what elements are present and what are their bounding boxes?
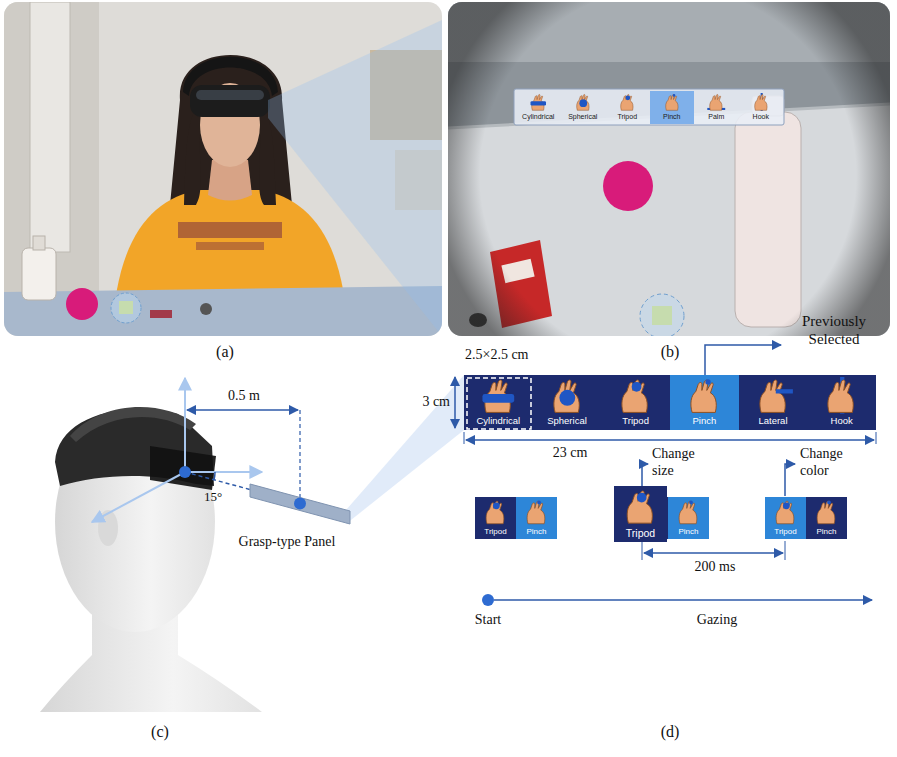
grasp-type-cell: Pinch [806,497,847,539]
grasp-type-cell: Spherical [533,375,602,430]
grasp-type-cell: Tripod [601,375,670,430]
panel-slab [250,484,350,524]
grasp-type-cell: Spherical [561,91,606,124]
timeline-label: Gazing [685,612,749,629]
dimension-label: 23 cm [535,445,605,462]
angle-label: 15° [198,489,228,505]
photo-user [4,2,442,336]
grasp-type-cell: Pinch [650,91,695,124]
hand-icon [605,93,650,111]
grasp-type-cell: Pinch [670,375,739,430]
hand-icon [694,93,739,111]
grasp-name: Pinch [516,527,557,536]
grasp-type-cell: Tripod [614,486,667,542]
grasp-name: Tripod [475,527,516,536]
grasp-name: Palm [694,113,739,121]
timeline-label: Start [463,612,513,629]
hand-icon [668,499,709,525]
hand-icon [516,499,557,525]
hand-icon [516,93,561,111]
hand-icon [806,499,847,525]
timeline-start [482,594,494,606]
callout-label: Previously Selected [785,312,883,348]
panel-caption: (a) [205,342,245,361]
grasp-name: Pinch [670,416,739,427]
grasp-name: Tripod [765,527,806,536]
hand-icon [765,499,806,525]
dimension-label: 3 cm [410,394,450,411]
panel-caption: (c) [140,722,180,741]
grasp-type-cell: Lateral [739,375,808,430]
zoom-wedge [346,375,464,524]
grasp-name: Pinch [806,527,847,536]
grasp-type-cell: Tripod [605,91,650,124]
grasp-type-cell: Cylindrical [516,91,561,124]
grasp-name: Pinch [668,527,709,536]
hand-icon [807,377,876,414]
grasp-type-cell: Cylindrical [464,375,533,430]
hand-icon [614,488,667,524]
grasp-name: Tripod [605,113,650,121]
callout-label: Change color [800,446,860,480]
callout-label: Change size [652,446,708,480]
hand-icon [475,499,516,525]
grasp-type-cell: Hook [739,91,784,124]
eye-point [179,466,191,478]
dimension-label: 200 ms [683,559,747,576]
hand-icon [561,93,606,111]
distance-label: 0.5 m [212,388,276,405]
panel-caption: (d) [650,722,690,741]
grasp-name: Spherical [533,416,602,427]
hand-icon [739,377,808,414]
grasp-type-cell: Pinch [668,497,709,539]
hand-icon [601,377,670,414]
head-illustration [40,407,262,712]
hand-icon [650,93,695,111]
hand-icon [739,93,784,111]
grasp-type-cell: Hook [807,375,876,430]
grasp-type-cell: Palm [694,91,739,124]
dimension-label: 2.5×2.5 cm [465,347,575,364]
grasp-name: Lateral [739,416,808,427]
dimension-lines [455,345,876,600]
grasp-type-cell: Tripod [475,497,516,539]
grasp-name: Cylindrical [516,113,561,121]
panel-caption: (b) [650,342,690,361]
photo-headset-view [448,2,890,336]
grasp-name: Tripod [601,416,670,427]
grasp-name: Spherical [561,113,606,121]
hand-icon [670,377,739,414]
panel-name: Grasp-type Panel [222,534,352,551]
grasp-name: Tripod [614,527,667,539]
grasp-name: Pinch [650,113,695,121]
hand-icon [464,377,533,414]
panel-center [294,498,306,510]
hand-icon [533,377,602,414]
grasp-name: Cylindrical [464,416,533,427]
grasp-name: Hook [807,416,876,427]
grasp-name: Hook [739,113,784,121]
grasp-panels [464,375,876,539]
grasp-type-cell: Tripod [765,497,806,539]
grasp-type-cell: Pinch [516,497,557,539]
